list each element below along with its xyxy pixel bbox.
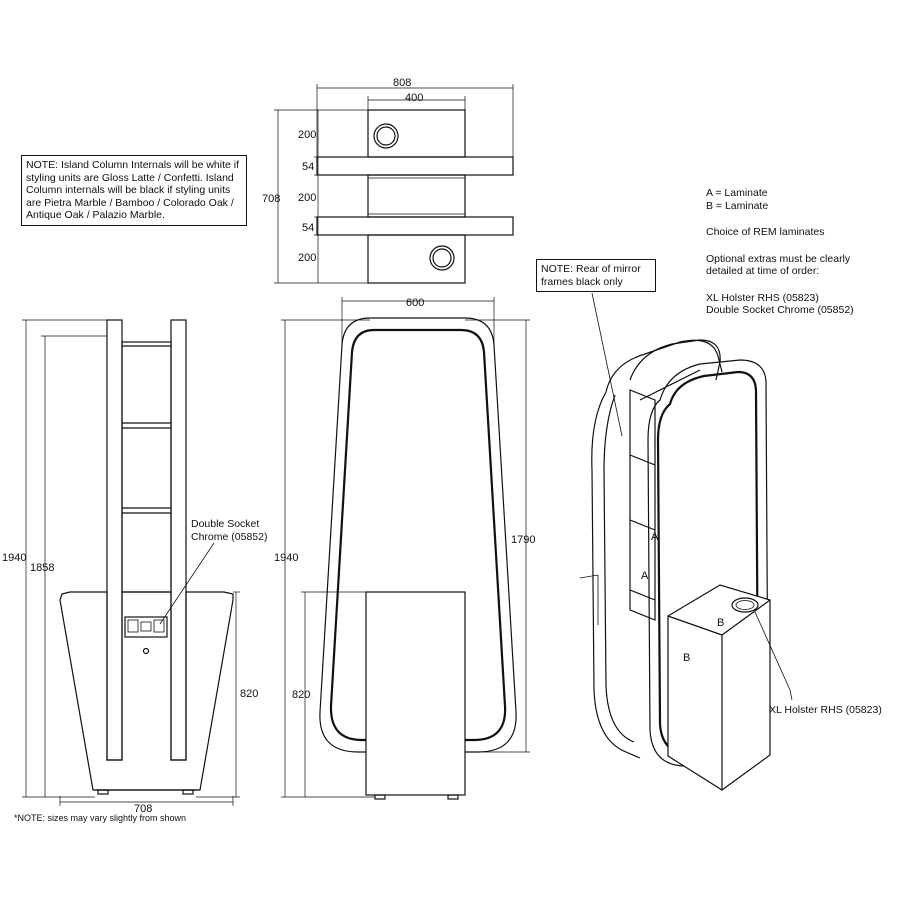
finish-label-a-lower: A [641, 570, 649, 582]
plan-view [274, 84, 514, 284]
internals-note: NOTE: Island Column Internals will be wh… [21, 155, 247, 226]
dim-side-mirror-height: 1790 [511, 534, 535, 546]
finish-label-b-side: B [683, 652, 690, 664]
dim-side-base-height: 820 [292, 689, 310, 701]
legend-extra-2: Double Socket Chrome (05852) [706, 304, 854, 316]
dim-top-seg-4: 54 [302, 222, 314, 234]
legend: A = Laminate B = Laminate Choice of REM … [706, 187, 891, 317]
finish-label-a-upper: A [651, 531, 659, 543]
plan-holster-ring [429, 245, 455, 271]
dim-top-seg-1: 200 [298, 129, 316, 141]
plan-middle-block [367, 174, 466, 218]
dim-front-base-height: 820 [240, 688, 258, 700]
dim-side-height: 1940 [274, 552, 298, 564]
front-view [22, 319, 240, 806]
finish-label-b-top: B [717, 617, 724, 629]
front-shelving [121, 341, 172, 593]
front-left-column [106, 319, 123, 761]
mirror-rear-note: NOTE: Rear of mirror frames black only [536, 259, 656, 292]
dim-front-height: 1940 [2, 552, 26, 564]
dim-side-mirror-width: 600 [406, 297, 424, 309]
holster-callout: XL Holster RHS (05823) [769, 704, 882, 716]
front-right-column [170, 319, 187, 761]
front-double-socket [124, 616, 168, 638]
side-mirror-inner [329, 328, 507, 742]
dim-front-column-height: 1858 [30, 562, 54, 574]
dim-top-inner-width: 400 [405, 92, 423, 104]
dim-top-height: 708 [262, 193, 280, 205]
sizes-note: *NOTE: sizes may vary slightly from show… [14, 813, 187, 823]
double-socket-callout-line2: Chrome (05852) [191, 530, 268, 543]
plan-bottom-shelf [316, 216, 514, 236]
iso-shelving [629, 389, 656, 621]
iso-view [579, 292, 793, 791]
legend-choice: Choice of REM laminates [706, 226, 825, 238]
plan-bottom-block [367, 234, 466, 284]
legend-b: B = Laminate [706, 199, 769, 212]
side-base-block [365, 591, 466, 796]
double-socket-callout: Double Socket Chrome (05852) [191, 518, 267, 543]
double-socket-callout-line1: Double Socket [191, 518, 260, 530]
iso-rear-frame-top [629, 339, 721, 381]
dim-front-width: 708 [134, 803, 152, 815]
dim-top-overall-width: 808 [393, 77, 411, 89]
legend-optional-1: Optional extras must be clearly [706, 252, 851, 265]
dim-top-seg-5: 200 [298, 252, 316, 264]
plan-top-block [367, 109, 466, 158]
plan-top-shelf [316, 156, 514, 176]
iso-base-block [667, 584, 771, 791]
side-view [281, 297, 530, 800]
dim-top-seg-3: 200 [298, 192, 316, 204]
iso-holster-ring [731, 597, 759, 613]
legend-a: A = Laminate [706, 187, 768, 199]
plan-top-socket-ring [373, 123, 399, 149]
legend-extra-1: XL Holster RHS (05823) [706, 291, 819, 304]
mirror-note-leader [591, 292, 623, 437]
legend-optional-2: detailed at time of order: [706, 265, 820, 277]
dim-top-seg-2: 54 [302, 161, 314, 173]
